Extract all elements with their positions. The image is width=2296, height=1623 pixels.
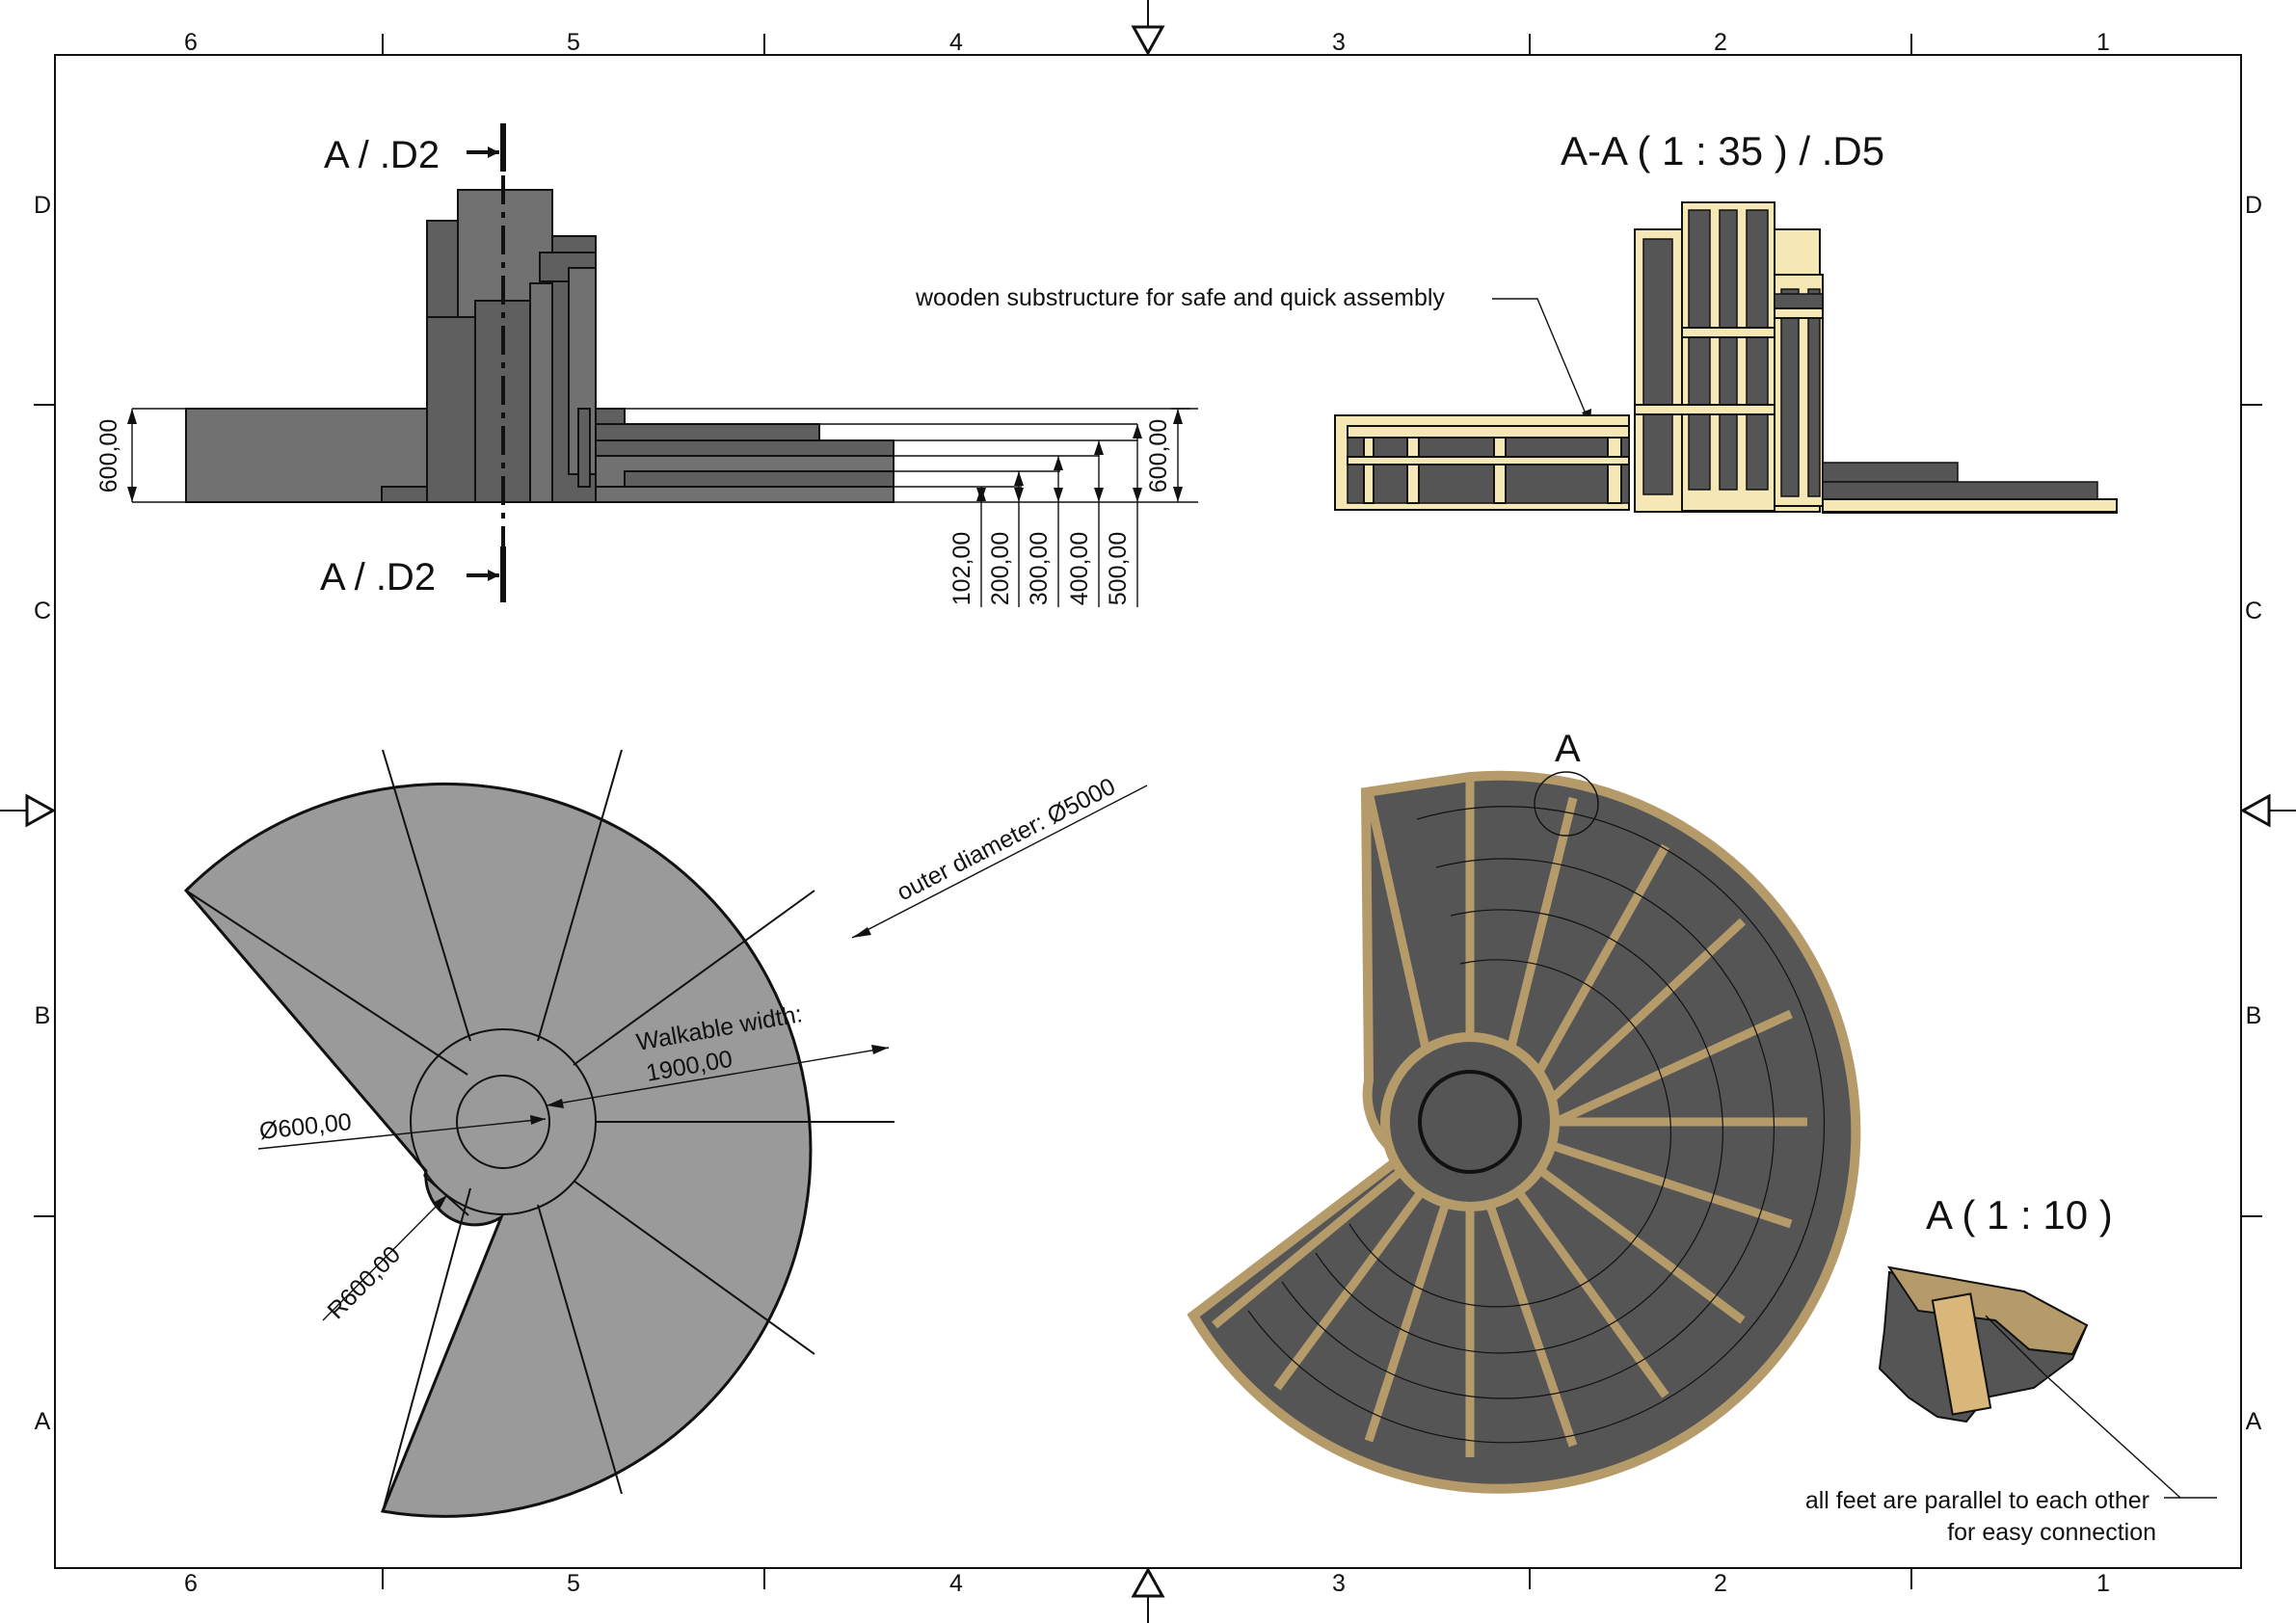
zone-col-top-2: 5 [567,29,580,56]
frame-center-column [1418,1070,1522,1174]
tread-fan [183,782,813,1518]
zone-col-top-3: 4 [949,29,963,56]
section-mark-top-label: A / .D2 [324,134,440,176]
wooden-substructure-note: wooden substructure for safe and quick a… [915,284,1445,311]
detail-note-line2: for easy connection [1947,1519,2156,1546]
section-mark-bottom-label: A / .D2 [320,556,436,599]
zone-col-bottom-1: 6 [184,1570,198,1597]
section-mark-bottom: A / .D2 [320,546,506,602]
detail-view: A ( 1 : 10 ) all feet are parallel to ea… [1805,1192,2217,1546]
dim-step-102: 102,00 [948,532,975,605]
inner-diameter-label: Ø600,00 [258,1108,353,1145]
center-column [456,1075,550,1169]
elevation-view: A / .D2 A / .D2 600,00 600,00 [95,123,1198,607]
leader-line [1492,298,1591,426]
zone-col-top-4: 3 [1332,29,1346,56]
section-title: A-A ( 1 : 35 ) / .D5 [1561,128,1884,173]
zone-col-bottom-4: 3 [1332,1570,1346,1597]
detail-note-line1: all feet are parallel to each other [1805,1487,2149,1514]
zone-row-left-a: A [35,1408,51,1435]
radius-leader [322,1194,448,1321]
centering-arrow-bottom-icon [1131,1566,1165,1623]
inner-ring [410,1028,597,1215]
detail-mark-label: A [1555,728,1581,770]
zone-col-bottom-3: 4 [949,1570,963,1597]
zone-col-bottom-6: 1 [2096,1570,2110,1597]
detail-circle [1534,771,1599,837]
zone-row-right-d: D [2245,192,2262,219]
dim-right-label: 600,00 [1145,419,1172,492]
radius-label: R600,00 [322,1241,406,1325]
centering-arrow-top-icon [1131,0,1165,57]
outer-diameter-label: outer diameter: Ø5000 [893,773,1120,907]
dim-step-300: 300,00 [1026,532,1053,605]
plan-view: outer diameter: Ø5000 Walkable width: 19… [183,749,1148,1518]
zone-row-left-d: D [34,192,51,219]
section-view: A-A ( 1 : 35 ) / .D5 wooden substructure… [915,128,2118,514]
inner-diameter-dim [257,1118,547,1150]
zone-col-top-6: 1 [2096,29,2110,56]
zone-row-right-a: A [2246,1408,2262,1435]
zone-col-top-1: 6 [184,29,198,56]
centering-arrow-left-icon [0,793,57,828]
dim-left-label: 600,00 [95,419,122,492]
zone-col-top-5: 2 [1714,29,1727,56]
step-dimensions [980,424,1138,607]
zone-row-right-b: B [2246,1002,2262,1029]
dimension-left: 600,00 [95,409,137,502]
dimension-right: 600,00 [1145,409,1183,502]
dim-step-200: 200,00 [987,532,1014,605]
detail-leader [2042,1372,2181,1499]
section-mark-top: A / .D2 [324,123,506,176]
outer-diameter-leader [851,785,1148,939]
frame-plan-view: A [1187,728,1861,1494]
dim-step-500: 500,00 [1105,532,1132,605]
centering-arrow-right-icon [2239,793,2296,828]
zone-col-bottom-2: 5 [567,1570,580,1597]
zone-row-left-c: C [34,598,51,625]
walkable-width-dim [546,1047,890,1106]
zone-row-right-c: C [2245,598,2262,625]
zone-col-bottom-5: 2 [1714,1570,1727,1597]
detail-title: A ( 1 : 10 ) [1926,1192,2113,1237]
zone-row-left-b: B [35,1002,51,1029]
dim-step-400: 400,00 [1066,532,1093,605]
